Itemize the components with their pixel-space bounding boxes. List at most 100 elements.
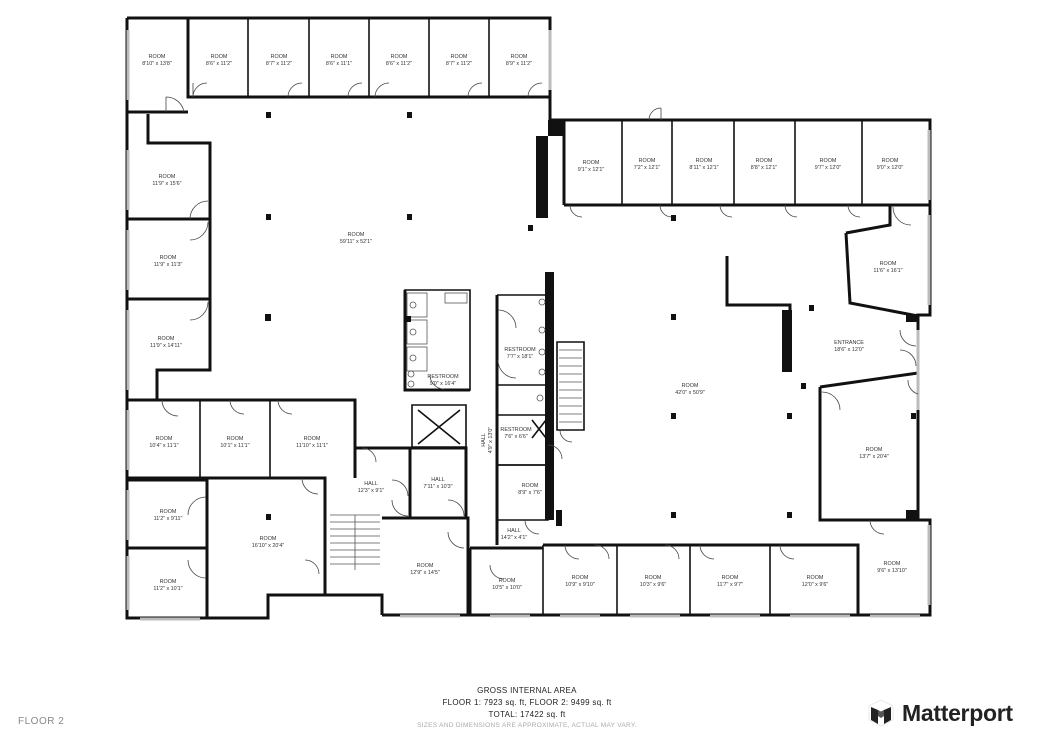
svg-text:ROOM: ROOM — [884, 561, 901, 567]
svg-text:ROOM: ROOM — [807, 575, 824, 581]
svg-text:ROOM: ROOM — [149, 54, 166, 60]
svg-text:9'7" x 12'0": 9'7" x 12'0" — [815, 165, 842, 171]
svg-text:ROOM: ROOM — [572, 575, 589, 581]
svg-text:ROOM: ROOM — [499, 578, 516, 584]
svg-text:RESTROOM: RESTROOM — [500, 427, 532, 433]
svg-text:42'0" x 50'9": 42'0" x 50'9" — [675, 390, 705, 396]
svg-text:9'0" x 16'4": 9'0" x 16'4" — [430, 381, 457, 387]
svg-text:11'7" x 9'7": 11'7" x 9'7" — [717, 582, 743, 588]
svg-text:8'8" x 12'1": 8'8" x 12'1" — [751, 165, 778, 171]
svg-text:ROOM: ROOM — [880, 261, 897, 267]
svg-text:ROOM: ROOM — [227, 436, 244, 442]
svg-text:13'7" x 20'4": 13'7" x 20'4" — [859, 454, 889, 460]
svg-text:ROOM: ROOM — [583, 160, 600, 166]
svg-text:ROOM: ROOM — [156, 436, 173, 442]
svg-text:ENTRANCE: ENTRANCE — [834, 340, 864, 346]
columns — [265, 112, 916, 526]
windows — [126, 30, 931, 621]
svg-text:ROOM: ROOM — [331, 54, 348, 60]
svg-text:10'4" x 11'1": 10'4" x 11'1" — [149, 443, 178, 449]
svg-text:ROOM: ROOM — [417, 563, 434, 569]
svg-text:7'2" x 12'1": 7'2" x 12'1" — [634, 165, 661, 171]
svg-text:HALL: HALL — [507, 528, 521, 534]
svg-text:59'11" x 52'1": 59'11" x 52'1" — [340, 239, 372, 245]
disclaimer-note: SIZES AND DIMENSIONS ARE APPROXIMATE, AC… — [417, 722, 637, 729]
svg-text:8'7" x 11'2": 8'7" x 11'2" — [266, 61, 292, 67]
svg-text:8'10" x 13'8": 8'10" x 13'8" — [142, 61, 172, 67]
svg-text:ROOM: ROOM — [159, 174, 176, 180]
brand-logo: Matterport — [866, 697, 1013, 729]
svg-text:ROOM: ROOM — [158, 336, 175, 342]
svg-text:ROOM: ROOM — [451, 54, 468, 60]
svg-text:ROOM: ROOM — [271, 54, 288, 60]
svg-text:ROOM: ROOM — [391, 54, 408, 60]
svg-text:11'9" x 14'11": 11'9" x 14'11" — [150, 343, 182, 349]
svg-text:ROOM: ROOM — [820, 158, 837, 164]
svg-text:11'9" x 15'6": 11'9" x 15'6" — [152, 181, 181, 187]
total-area: TOTAL: 17422 sq. ft — [488, 710, 566, 719]
matterport-logo-icon — [868, 699, 894, 727]
doors — [161, 82, 919, 580]
svg-text:11'9" x 11'3": 11'9" x 11'3" — [154, 262, 183, 268]
svg-text:10'3" x 9'6": 10'3" x 9'6" — [640, 582, 667, 588]
solid-walls — [536, 120, 918, 520]
svg-text:RESTROOM: RESTROOM — [427, 374, 459, 380]
walls — [125, 16, 932, 620]
svg-text:ROOM: ROOM — [260, 536, 277, 542]
svg-text:8'9" x 7'6": 8'9" x 7'6" — [518, 490, 542, 496]
svg-text:ROOM: ROOM — [722, 575, 739, 581]
svg-text:7'7" x 18'1": 7'7" x 18'1" — [507, 354, 534, 360]
svg-text:10'9" x 9'10": 10'9" x 9'10" — [565, 582, 595, 588]
svg-text:ROOM: ROOM — [160, 509, 177, 515]
svg-text:9'1" x 12'1": 9'1" x 12'1" — [578, 167, 605, 173]
svg-text:10'5" x 10'0": 10'5" x 10'0" — [492, 585, 522, 591]
brand-name: Matterport — [902, 699, 1013, 726]
svg-text:ROOM: ROOM — [639, 158, 656, 164]
svg-text:12'0" x 9'6": 12'0" x 9'6" — [802, 582, 829, 588]
svg-text:12'9" x 14'5": 12'9" x 14'5" — [410, 570, 440, 576]
fixtures — [330, 292, 582, 570]
floor-label: FLOOR 2 — [18, 716, 65, 727]
svg-text:8'9" x 11'2": 8'9" x 11'2" — [506, 61, 532, 67]
svg-text:11'2" x 10'1": 11'2" x 10'1" — [153, 586, 182, 592]
svg-text:ROOM: ROOM — [682, 383, 699, 389]
svg-text:7'11" x 10'3": 7'11" x 10'3" — [423, 484, 452, 490]
svg-text:8'6" x 11'1": 8'6" x 11'1" — [326, 61, 352, 67]
svg-text:HALL: HALL — [481, 433, 487, 447]
svg-text:11'6" x 16'1": 11'6" x 16'1" — [873, 268, 902, 274]
svg-text:8'6" x 11'2": 8'6" x 11'2" — [206, 61, 232, 67]
svg-text:ROOM: ROOM — [645, 575, 662, 581]
